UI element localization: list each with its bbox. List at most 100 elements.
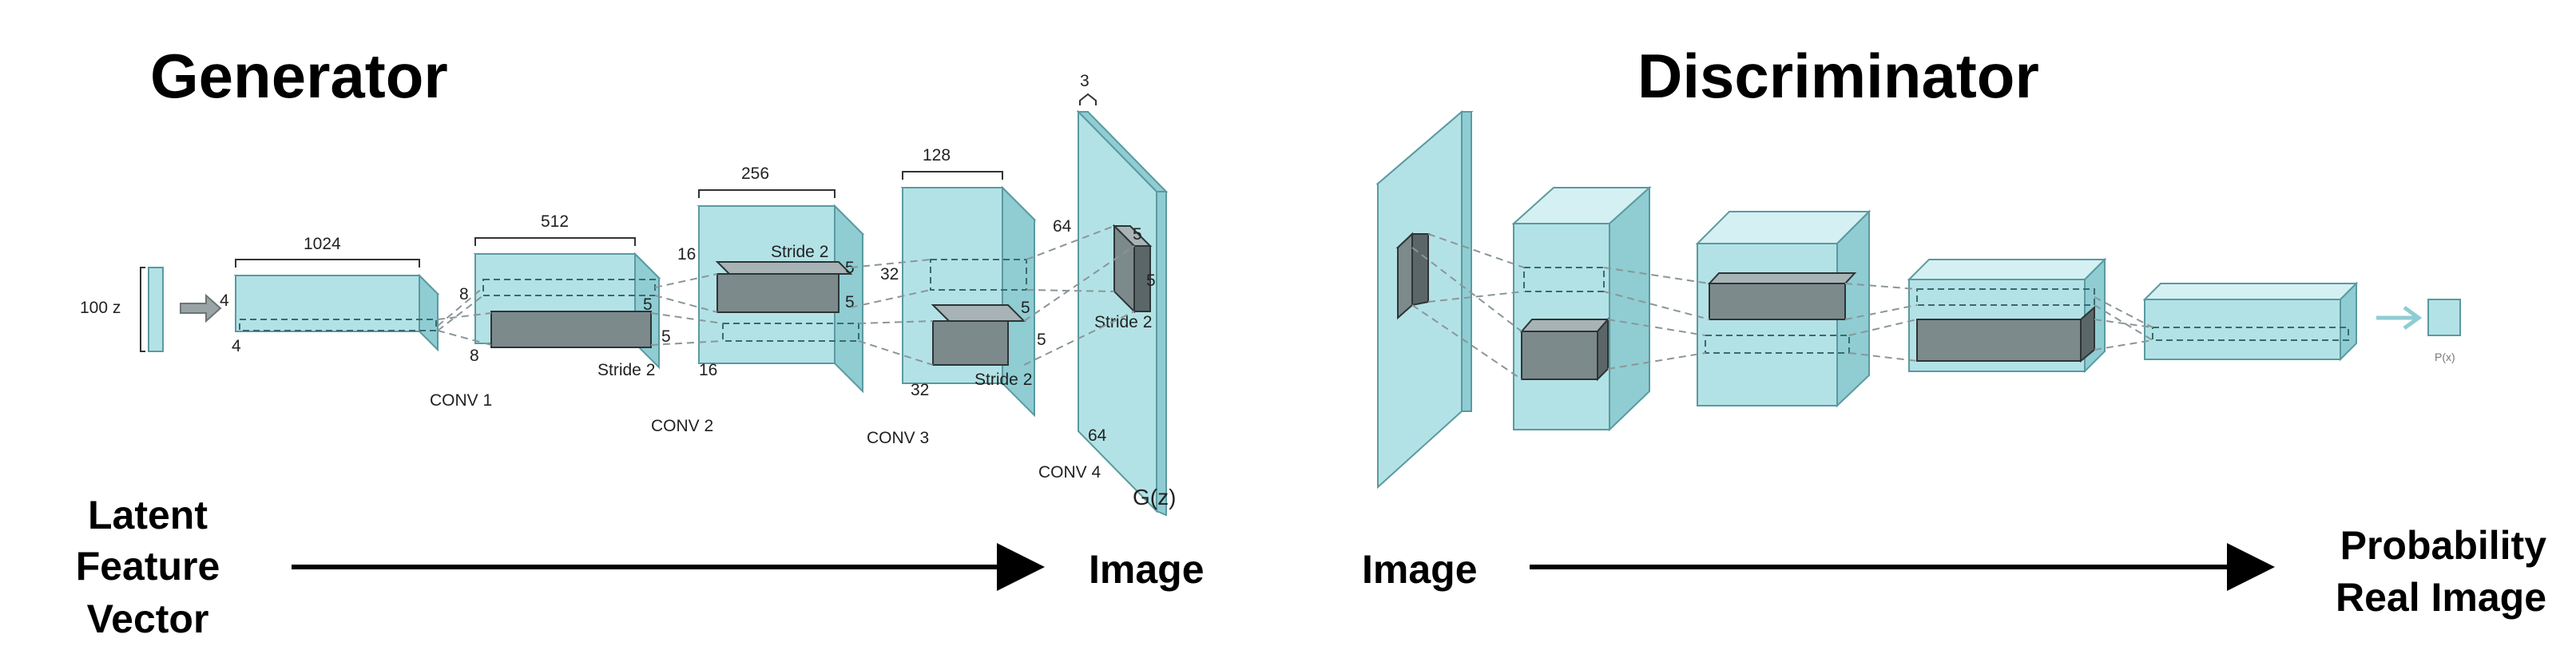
disc-layer-2-side bbox=[1609, 185, 1650, 432]
gen-layer-1-w: 4 bbox=[232, 337, 241, 355]
gen-layer-5: 3 64 64 5 5 Stride 2 CONV 4 G(z) bbox=[1038, 72, 1176, 517]
gen-layer-4-kernel bbox=[932, 320, 1009, 366]
gen-layer-3: 256 16 16 5 5 Stride 2 CONV 2 bbox=[651, 165, 865, 435]
gen-layer-1-brace bbox=[235, 259, 420, 268]
gen-layer-3-h: 16 bbox=[677, 245, 696, 264]
disc-layer-3-slice bbox=[1705, 335, 1850, 354]
input-brace bbox=[140, 267, 145, 352]
discriminator-title: Discriminator bbox=[1637, 41, 2039, 111]
flow-disc-image: Image bbox=[1362, 547, 1478, 592]
output-gz-label: G(z) bbox=[1133, 485, 1176, 509]
disc-layer-3-kernel bbox=[1709, 283, 1846, 320]
gen-layer-5-w: 64 bbox=[1088, 426, 1107, 445]
disc-output-label: P(x) bbox=[2435, 351, 2455, 363]
disc-layer-2 bbox=[1511, 185, 1652, 432]
disc-layer-4-top bbox=[1907, 259, 2107, 280]
discriminator-section: Discriminator bbox=[1362, 41, 2546, 620]
gen-layer-5-depth: 3 bbox=[1080, 72, 1090, 90]
gen-layer-5-brace bbox=[1079, 93, 1097, 105]
flow-probability-line2: Real Image bbox=[2336, 575, 2546, 620]
gen-layer-5-k2: 5 bbox=[1146, 272, 1156, 290]
gen-layer-1: 1024 4 4 bbox=[220, 235, 440, 355]
disc-layer-3-kernel-top bbox=[1707, 272, 1857, 284]
gen-layer-2-k1: 5 bbox=[643, 295, 653, 314]
disc-layer-4 bbox=[1907, 257, 2107, 374]
gen-layer-3-depth: 256 bbox=[741, 165, 769, 183]
gen-layer-2-kernel bbox=[490, 311, 652, 348]
gen-layer-4-depth: 128 bbox=[923, 146, 951, 165]
flow-latent-line3: Vector bbox=[87, 597, 209, 641]
disc-layer-1-kernel-side bbox=[1411, 233, 1429, 307]
gen-layer-2-depth: 512 bbox=[541, 212, 569, 231]
gen-layer-2-conv: CONV 1 bbox=[430, 391, 492, 410]
gen-layer-4-slice bbox=[930, 259, 1027, 291]
disc-layer-4-kernel bbox=[1916, 319, 2082, 362]
disc-layer-3 bbox=[1695, 209, 1871, 408]
gen-layer-5-k1: 5 bbox=[1133, 225, 1142, 244]
disc-output: P(x) bbox=[2376, 299, 2461, 363]
gen-layer-5-kernel-side bbox=[1133, 245, 1151, 312]
gen-layer-5-stride: Stride 2 bbox=[1094, 313, 1152, 331]
gen-layer-1-depth: 1024 bbox=[304, 235, 341, 253]
gen-layer-2-h: 8 bbox=[459, 285, 469, 303]
gen-projection-lines bbox=[437, 225, 1135, 366]
gen-layer-4-kernel-top bbox=[931, 304, 1026, 322]
input-arrow-icon bbox=[180, 293, 222, 323]
gen-layer-3-brace bbox=[698, 189, 836, 198]
disc-projection-lines bbox=[1411, 233, 2153, 380]
input-z-label: 100 z bbox=[80, 299, 121, 317]
disc-layer-1-side bbox=[1461, 111, 1472, 412]
gen-layer-4-conv: CONV 3 bbox=[867, 429, 929, 447]
gen-layer-2-stride: Stride 2 bbox=[597, 361, 655, 379]
generator-section: Generator 100 z 1024 4 4 512 8 bbox=[76, 41, 1205, 641]
gen-layer-1-side bbox=[419, 273, 439, 352]
generator-title: Generator bbox=[150, 41, 448, 111]
gen-layer-3-kernel-top bbox=[715, 261, 853, 275]
flow-latent-line2: Feature bbox=[76, 544, 220, 589]
gen-layer-3-k2: 5 bbox=[845, 293, 855, 311]
gen-layer-5-conv: CONV 4 bbox=[1038, 463, 1101, 482]
gen-layer-1-h: 4 bbox=[220, 291, 229, 310]
gen-layer-3-slice bbox=[722, 323, 859, 342]
gen-layer-3-k1: 5 bbox=[845, 259, 855, 277]
gen-layer-4-brace bbox=[902, 171, 1003, 180]
input-z-vector bbox=[148, 267, 164, 352]
gen-layer-5-h: 64 bbox=[1053, 217, 1072, 236]
gen-layer-2-k2: 5 bbox=[661, 327, 671, 346]
disc-layer-5-slice bbox=[2152, 327, 2349, 341]
disc-layer-4-slice bbox=[1916, 288, 2095, 306]
disc-output-unit bbox=[2427, 299, 2461, 336]
gen-layer-2-w: 8 bbox=[470, 347, 479, 365]
disc-layer-5 bbox=[2142, 281, 2359, 362]
gen-layer-1-slice bbox=[239, 319, 437, 331]
gen-layer-3-stride: Stride 2 bbox=[771, 243, 828, 261]
gen-layer-2-brace bbox=[474, 237, 636, 246]
gen-layer-4: 128 32 32 5 5 Stride 2 CONV 3 bbox=[867, 146, 1046, 447]
discriminator-flow: Image Probability Real Image bbox=[1362, 523, 2546, 620]
flow-latent-line1: Latent bbox=[88, 493, 208, 537]
disc-layer-2-kernel-top bbox=[1519, 319, 1610, 332]
gen-layer-3-kernel bbox=[716, 273, 839, 313]
disc-output-arrow-icon bbox=[2376, 305, 2423, 331]
flow-gen-image: Image bbox=[1089, 547, 1205, 592]
disc-layer-5-front bbox=[2144, 299, 2341, 360]
disc-layer-2-kernel bbox=[1521, 331, 1598, 380]
disc-layer-1-kernel bbox=[1397, 232, 1413, 320]
gen-layer-4-h: 32 bbox=[880, 265, 899, 283]
gen-layer-2: 512 8 8 5 5 Stride 2 CONV 1 bbox=[430, 212, 671, 410]
disc-layer-2-kernel-side bbox=[1597, 317, 1609, 382]
generator-flow: Latent Feature Vector Image bbox=[76, 493, 1205, 641]
gen-layer-3-w: 16 bbox=[699, 361, 717, 379]
gen-layer-4-w: 32 bbox=[911, 381, 929, 399]
disc-layer-1 bbox=[1375, 109, 1474, 490]
gen-layer-5-side bbox=[1156, 191, 1167, 517]
gen-layer-3-conv: CONV 2 bbox=[651, 417, 713, 435]
gen-layer-4-k2: 5 bbox=[1037, 331, 1046, 349]
disc-layer-5-top bbox=[2142, 283, 2359, 300]
disc-layer-3-front bbox=[1697, 243, 1838, 406]
gen-layer-1-front bbox=[235, 275, 420, 332]
gen-layer-4-k1: 5 bbox=[1021, 299, 1030, 317]
flow-probability-line1: Probability bbox=[2340, 523, 2547, 568]
gen-layer-4-stride: Stride 2 bbox=[974, 371, 1032, 389]
